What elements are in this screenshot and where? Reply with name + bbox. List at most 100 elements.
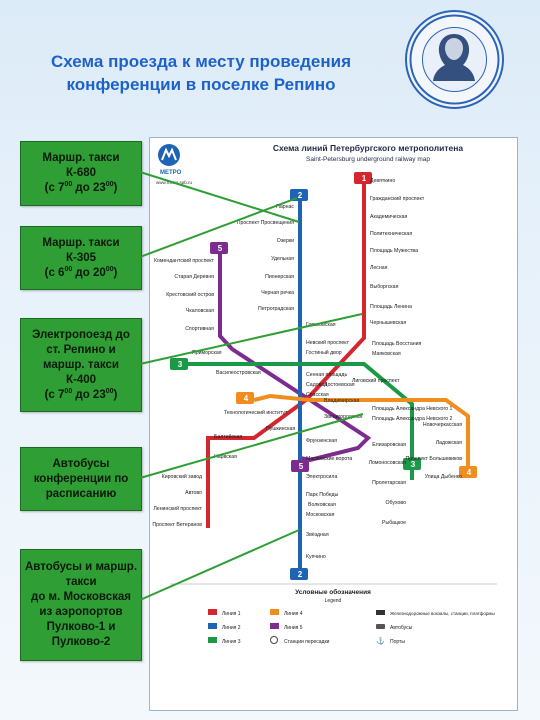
station-elizarovskaya: Елизаровская xyxy=(372,442,406,448)
station-avtovo: Автово xyxy=(185,490,202,496)
map-title-en: Saint-Petersburg underground railway map xyxy=(306,156,430,163)
legend-swatch-line4 xyxy=(270,609,279,615)
callout-airport-buses: Автобусы и маршр. такси до м. Московская… xyxy=(20,549,142,661)
legend-line4: Линия 4 xyxy=(284,611,303,617)
station-lomonosovskaya: Ломоносовская xyxy=(369,460,407,466)
svg-text:5: 5 xyxy=(299,462,304,471)
station-spasskaya: Спасская xyxy=(306,392,329,398)
station-sadovaya: Садовая xyxy=(306,382,327,388)
metro-map-drawing: МЕТРО Схема линий Петербургского метропо… xyxy=(152,143,497,645)
station-komendantsky: Комендантский проспект xyxy=(154,257,215,264)
line-5-badge: 5 xyxy=(210,242,228,254)
legend-title-ru: Условные обозначения xyxy=(295,588,371,596)
station-park-pobedy: Парк Победы xyxy=(306,492,339,498)
station-novocherkasskaya: Новочеркасская xyxy=(423,422,462,428)
station-nevsky: Невский проспект xyxy=(306,339,350,346)
station-narvskaya: Нарвская xyxy=(214,454,237,460)
station-pionerskaya: Пионерская xyxy=(265,274,294,280)
svg-text:1: 1 xyxy=(362,174,367,183)
station-lenina: Площадь Ленина xyxy=(370,304,412,310)
line-3-badge: 3 xyxy=(170,358,188,370)
anchor-icon: ⚓ xyxy=(376,636,385,645)
station-ligovsky: Лиговский проспект xyxy=(352,377,400,384)
station-ladozhskaya: Ладожская xyxy=(436,440,462,446)
station-chernyshevskaya: Чернышевская xyxy=(370,320,406,326)
line-3-badge-south: 3 xyxy=(403,458,421,470)
line-4-orange xyxy=(253,393,470,466)
station-krestovsky: Крестовский остров xyxy=(166,291,214,298)
station-zvezdnaya: Звёздная xyxy=(306,532,329,538)
callout-taxi-k305: Маршр. такси К-305 (с 600 до 2000) xyxy=(20,226,142,290)
station-obukhovo: Обухово xyxy=(386,500,407,506)
line-1-badge: 1 xyxy=(354,172,372,184)
svg-text:5: 5 xyxy=(218,244,223,253)
line-2-badge-south: 2 xyxy=(290,568,308,580)
station-petrogradskaya: Петроградская xyxy=(258,306,294,312)
station-devyatkino: Девяткино xyxy=(370,178,395,184)
callout-taxi-k680: Маршр. такси К-680 (с 700 до 2300) xyxy=(20,141,142,206)
conference-logo xyxy=(405,10,504,109)
map-website: www.metro.spb.ru xyxy=(156,180,193,185)
station-rybatskoe: Рыбацкое xyxy=(382,520,406,526)
station-volkovskaya: Волковская xyxy=(308,502,336,508)
metro-brand-logo xyxy=(158,144,180,166)
station-zvenigorodskaya: Звенигородская xyxy=(324,414,363,420)
legend-line1: Линия 1 xyxy=(222,611,241,617)
legend-title-en: Legend xyxy=(325,598,342,604)
legend-line2: Линия 2 xyxy=(222,625,241,631)
station-udelnaya: Удельная xyxy=(271,256,294,262)
station-chernaya-rechka: Черная речка xyxy=(261,290,294,296)
slide-title: Схема проезда к месту проведения конфере… xyxy=(51,52,351,94)
station-vasileostrovskaya: Василеостровская xyxy=(216,370,261,376)
callout-conference-buses: Автобусы конференции по расписанию xyxy=(20,447,142,511)
station-vosstaniya: Площадь Восстания xyxy=(372,341,422,347)
station-chkalovskaya: Чкаловская xyxy=(186,308,214,314)
station-sennaya: Сенная площадь xyxy=(306,372,347,378)
legend-swatch-line2 xyxy=(208,623,217,629)
legend-swatch-line3 xyxy=(208,637,217,643)
metro-map: МЕТРО Схема линий Петербургского метропо… xyxy=(149,137,518,711)
station-nevskogo2: Площадь Александра Невского 2 xyxy=(372,416,453,422)
station-leninsky: Ленинский проспект xyxy=(153,505,202,512)
station-vyborgskaya: Выборгская xyxy=(370,284,399,290)
station-tekhnologichesky: Технологический институт xyxy=(224,409,288,416)
station-akademicheskaya: Академическая xyxy=(370,214,408,220)
station-gorkovskaya: Горьковская xyxy=(306,322,336,328)
station-elektrosila: Электросила xyxy=(306,474,337,480)
station-politekhnicheskaya: Политехническая xyxy=(370,231,412,237)
train-icon xyxy=(376,610,385,615)
svg-text:2: 2 xyxy=(298,191,303,200)
line-4-badge-west: 4 xyxy=(236,392,254,404)
svg-text:3: 3 xyxy=(178,360,183,369)
station-ozerki: Озерки xyxy=(277,238,294,244)
station-staraya-derevnya: Старая Деревня xyxy=(174,274,214,280)
legend-transfer-icon xyxy=(270,636,278,644)
station-bolshevikov: Проспект Большевиков xyxy=(405,456,462,462)
station-moskovskie-vorota: Московские ворота xyxy=(306,456,352,462)
station-sportivnaya: Спортивная xyxy=(185,326,214,332)
station-baltiyskaya: Балтийская xyxy=(214,433,242,440)
station-vladimirskaya: Владимирская xyxy=(324,398,360,404)
legend: Условные обозначения Legend Линия 1 Лини… xyxy=(170,583,497,645)
station-primorskaya: Приморская xyxy=(192,350,222,356)
station-kirovsky: Кировский завод xyxy=(162,473,202,480)
station-pushkinskaya: Пушкинская xyxy=(266,426,295,432)
station-moskovskaya: Московская xyxy=(306,512,335,518)
line-4-badge: 4 xyxy=(459,466,477,478)
station-gostiny: Гостиный двор xyxy=(306,349,342,356)
callout-train-repino: Электропоезд до ст. Репино и маршр. такс… xyxy=(20,318,142,412)
legend-swatch-line5 xyxy=(270,623,279,629)
station-prosveshcheniya: Проспект Просвещения xyxy=(237,220,294,226)
legend-transfer: Станции пересадки xyxy=(284,639,330,645)
legend-swatch-line1 xyxy=(208,609,217,615)
station-veteranov: Проспект Ветеранов xyxy=(152,522,202,528)
station-grazhdansky: Гражданский проспект xyxy=(370,195,425,202)
svg-text:2: 2 xyxy=(298,570,303,579)
station-dostoevskaya: Достоевская xyxy=(324,382,355,388)
station-frunzenskaya: Фрунзенская xyxy=(306,438,337,444)
portrait-seal xyxy=(409,14,500,105)
station-proletarskaya: Пролетарская xyxy=(372,480,406,486)
legend-ports: Порты xyxy=(390,639,405,645)
station-lesnaya: Лесная xyxy=(370,265,388,271)
